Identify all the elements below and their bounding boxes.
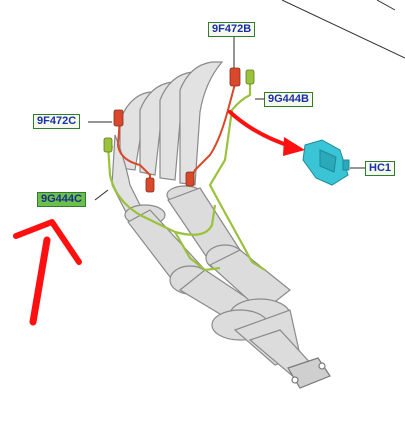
frame-lines	[281, 0, 405, 59]
outlet-flange	[287, 357, 331, 389]
green-connectors	[103, 69, 255, 153]
connector-9g444b-icon	[245, 69, 255, 85]
label-9f472b: 9F472B	[208, 22, 256, 37]
label-hc1: HC1	[365, 161, 396, 176]
sensor-9f472c-icon	[113, 109, 124, 127]
oxygen-sensors	[113, 67, 241, 193]
red-arrow-up-icon	[13, 219, 82, 326]
cyan-catalyst-part-icon	[302, 139, 350, 186]
orange-sensor-wires	[116, 79, 237, 190]
label-9g444b: 9G444B	[264, 92, 313, 107]
label-9g444c: 9G444C	[37, 192, 86, 207]
catalytic-converters	[124, 185, 316, 379]
sensor-9f472b-icon	[229, 67, 241, 87]
leader-lines	[88, 37, 365, 201]
manifold-runners	[111, 61, 224, 221]
connector-9g444c-icon	[103, 137, 113, 153]
red-arrow-right-icon	[228, 110, 305, 156]
label-9f472c: 9F472C	[33, 114, 81, 129]
